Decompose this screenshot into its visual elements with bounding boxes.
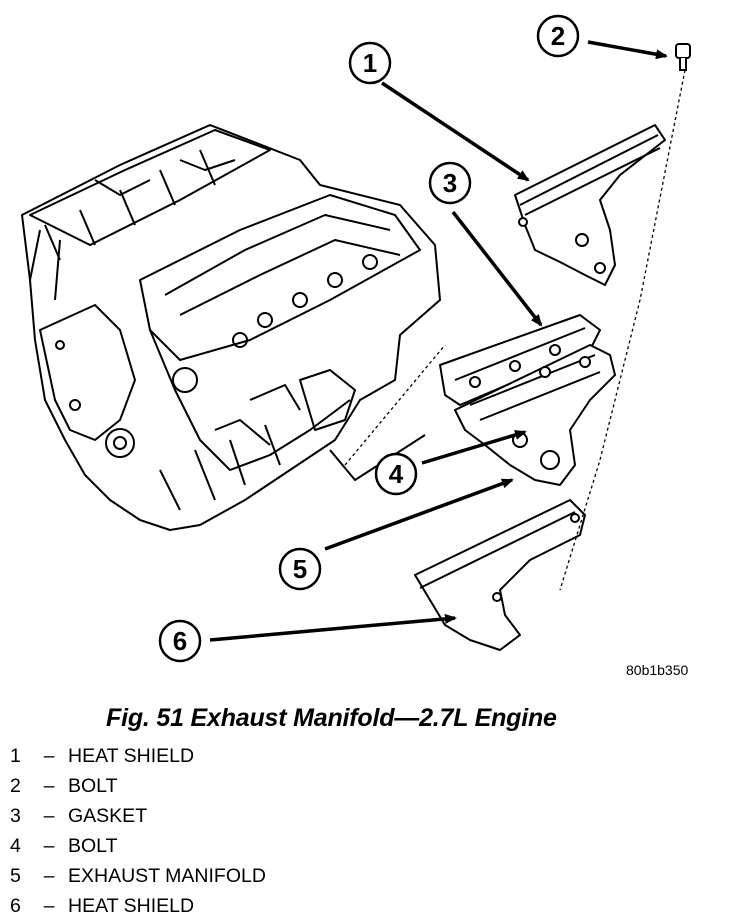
leader-lines [209, 40, 668, 642]
legend-label: BOLT [68, 775, 118, 797]
legend-number: 1 [10, 745, 21, 767]
legend-label: BOLT [68, 835, 118, 857]
callout-4: 4 [374, 452, 418, 496]
svg-text:4: 4 [389, 459, 404, 489]
lower-heat-shield-part [414, 499, 586, 651]
engine-illustration [21, 124, 441, 531]
legend-label: HEAT SHIELD [68, 745, 195, 767]
bolt-part-top [675, 43, 691, 71]
legend-label: GASKET [68, 805, 148, 827]
legend-item: 4–BOLT [10, 831, 266, 861]
legend-label: EXHAUST MANIFOLD [68, 865, 266, 887]
legend-number: 6 [10, 895, 21, 917]
leader-2 [587, 40, 668, 60]
leader-4 [421, 430, 527, 465]
legend-separator: – [43, 775, 55, 797]
svg-text:2: 2 [551, 21, 565, 51]
legend-item: 5–EXHAUST MANIFOLD [10, 861, 266, 891]
figure-caption: Fig. 51 Exhaust Manifold—2.7L Engine [106, 704, 557, 732]
leader-3 [451, 210, 543, 327]
legend-item: 1–HEAT SHIELD [10, 741, 266, 771]
exploded-view-diagram: 1 2 3 4 5 6 80b1b350 [21, 14, 691, 678]
callout-5: 5 [278, 547, 322, 591]
legend-number: 2 [10, 775, 21, 797]
legend-item: 2–BOLT [10, 771, 266, 801]
svg-text:1: 1 [363, 48, 377, 78]
leader-6 [209, 613, 457, 642]
legend-number: 4 [10, 835, 21, 857]
leader-5 [324, 478, 514, 551]
legend-separator: – [43, 805, 55, 827]
leader-1 [381, 81, 530, 182]
svg-text:3: 3 [443, 168, 457, 198]
svg-text:5: 5 [293, 554, 307, 584]
legend-number: 3 [10, 805, 21, 827]
parts-legend: 1–HEAT SHIELD 2–BOLT 3–GASKET 4–BOLT 5–E… [10, 741, 266, 921]
legend-item: 3–GASKET [10, 801, 266, 831]
legend-label: HEAT SHIELD [68, 895, 195, 917]
callout-1: 1 [348, 41, 392, 85]
callout-3: 3 [428, 161, 472, 205]
svg-text:6: 6 [173, 626, 187, 656]
legend-separator: – [43, 895, 55, 917]
legend-separator: – [43, 835, 55, 857]
legend-separator: – [43, 745, 55, 767]
upper-heat-shield-part [514, 124, 666, 286]
callout-2: 2 [536, 14, 580, 58]
alignment-line-left [344, 344, 446, 466]
callout-6: 6 [158, 619, 202, 663]
image-code: 80b1b350 [626, 662, 689, 678]
legend-number: 5 [10, 865, 21, 887]
legend-separator: – [43, 865, 55, 887]
legend-item: 6–HEAT SHIELD [10, 891, 266, 921]
